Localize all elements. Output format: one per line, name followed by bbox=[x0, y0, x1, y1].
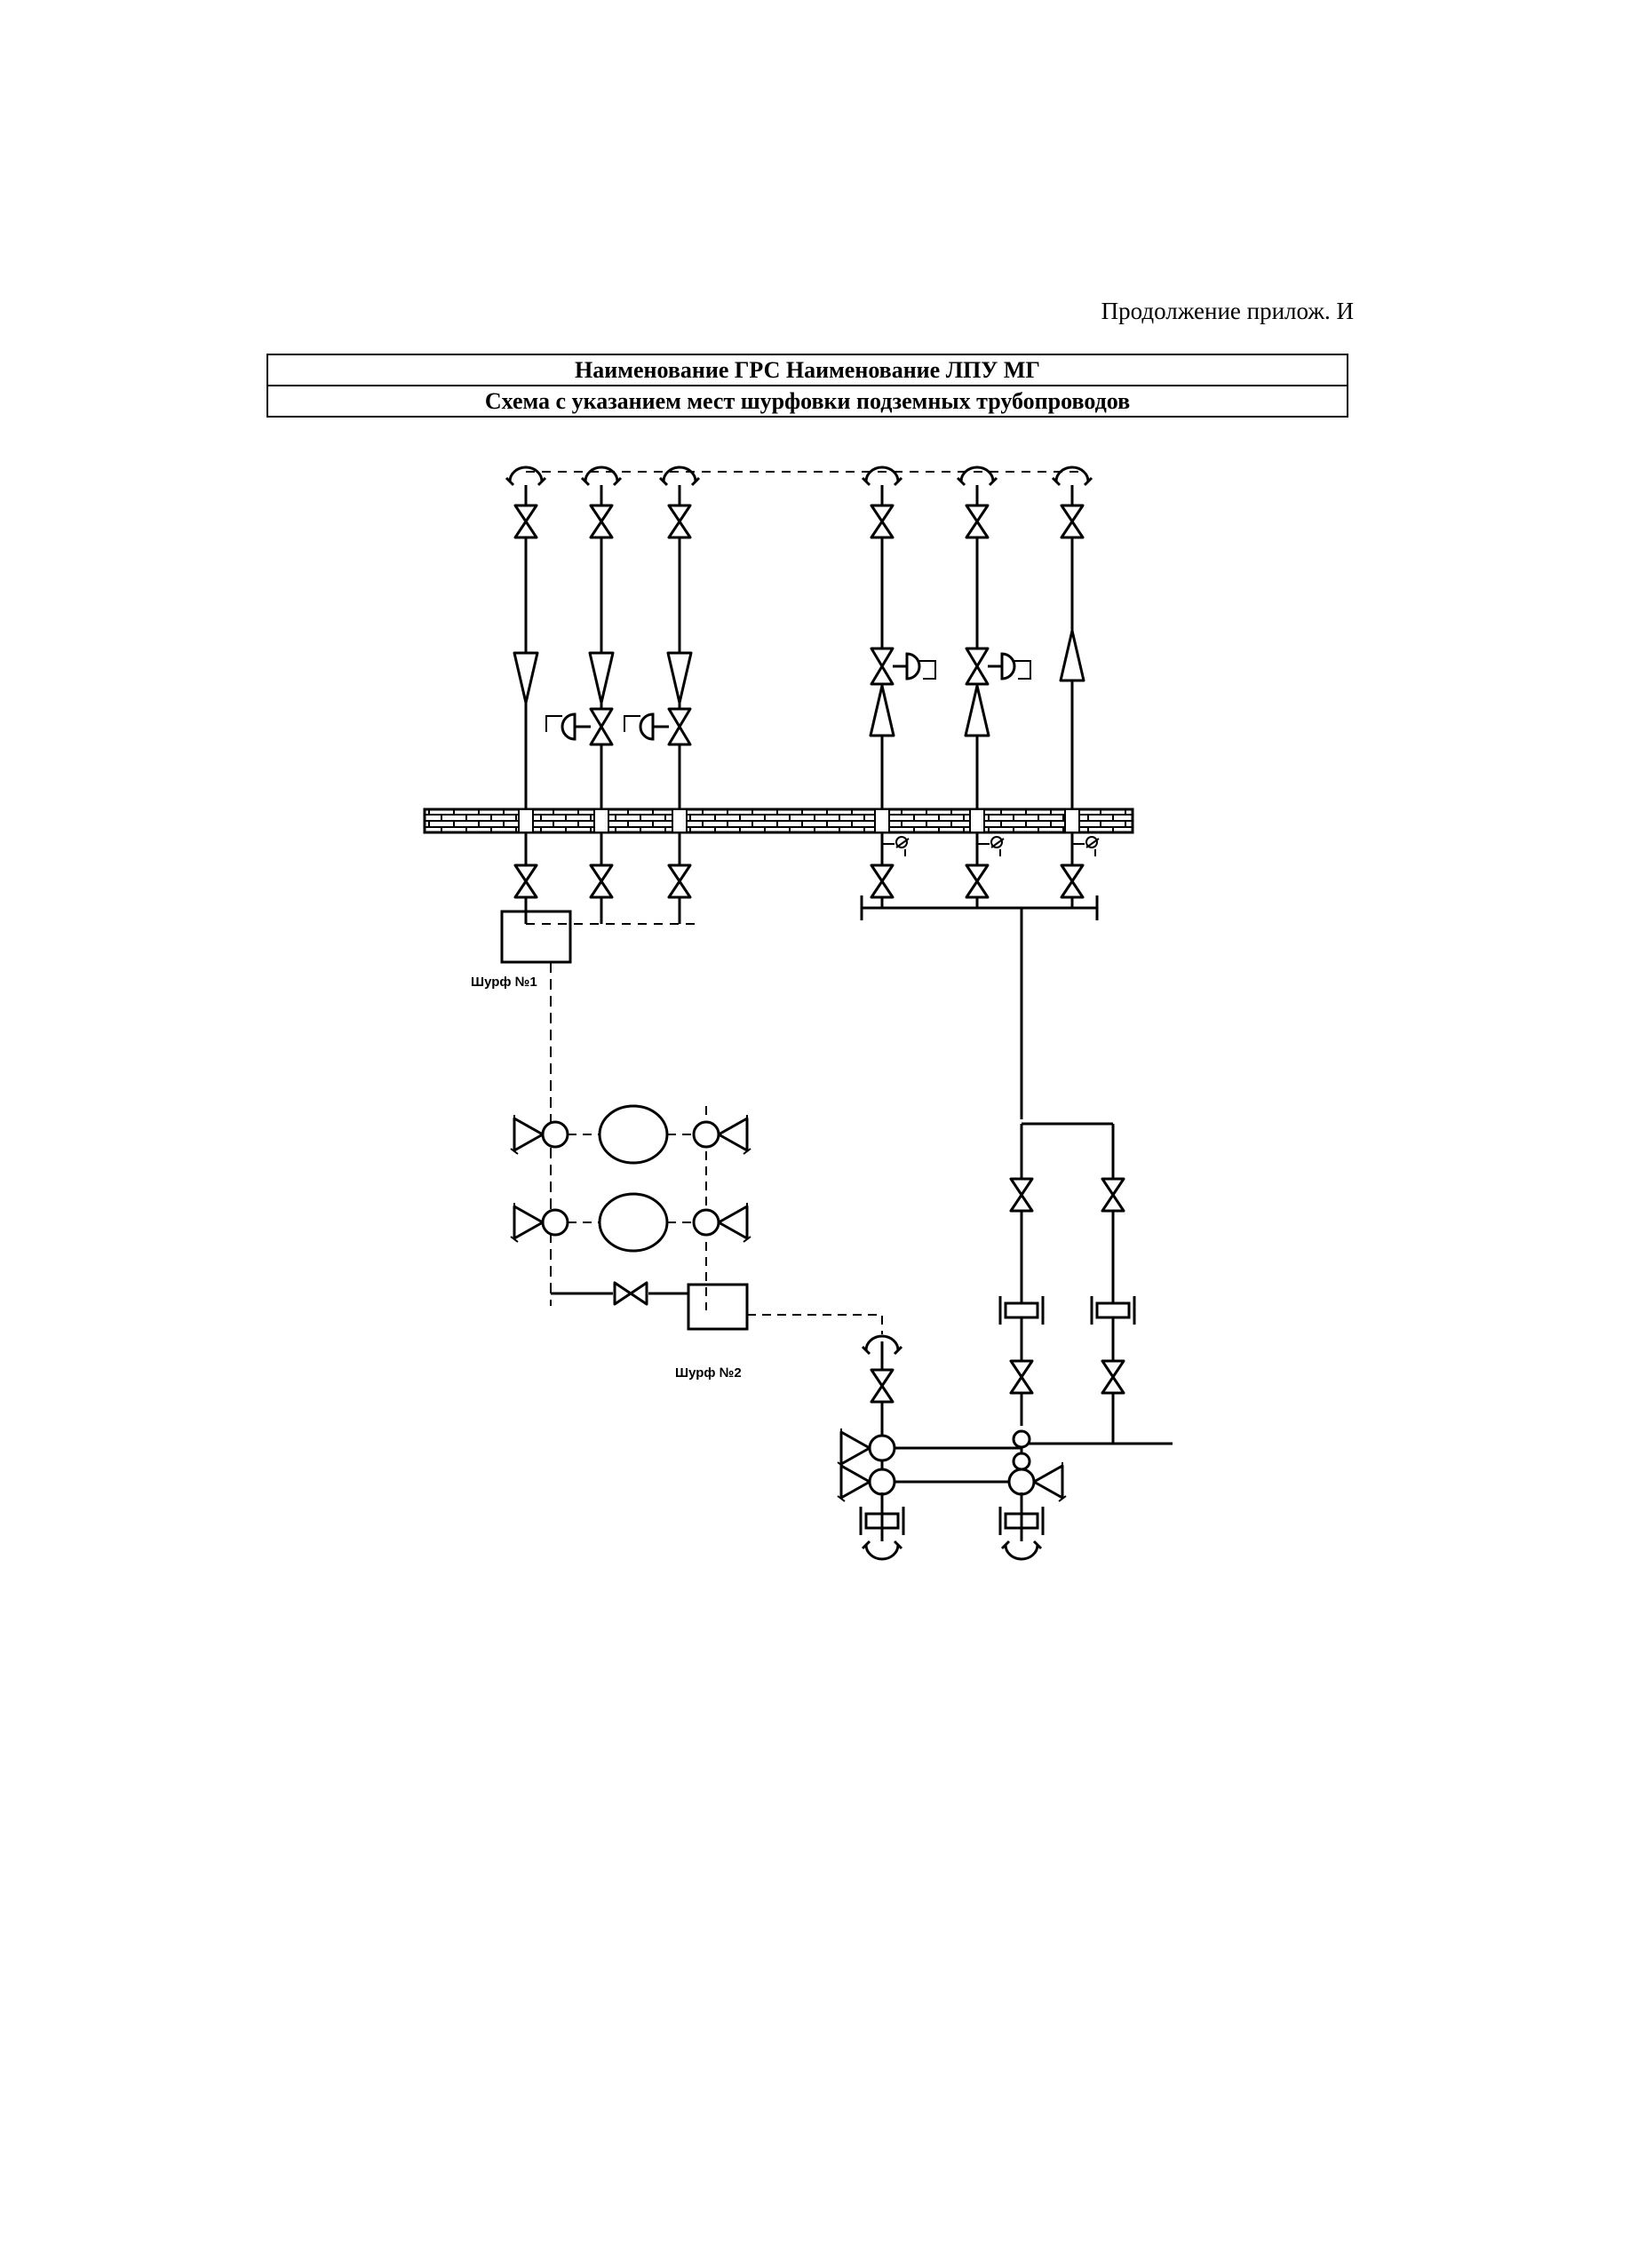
pipe-flange-icon bbox=[859, 1505, 1045, 1537]
vessel-icon bbox=[598, 1104, 669, 1253]
gate-valve-icon bbox=[513, 863, 1085, 899]
gate-valve-icon bbox=[613, 1281, 648, 1306]
pit-2-box bbox=[687, 1283, 749, 1331]
pit-1-box bbox=[500, 910, 572, 964]
ball-valve-icon bbox=[836, 1427, 1068, 1503]
header-table: Наименование ГРС Наименование ЛПУ МГ Схе… bbox=[266, 354, 1348, 418]
gate-valve-icon bbox=[1009, 1177, 1125, 1395]
hook-icon bbox=[505, 466, 1093, 487]
regulating-valve-icon bbox=[545, 647, 1032, 746]
pit-1-label: Шурф №1 bbox=[471, 975, 537, 990]
hook-icon bbox=[861, 1540, 1043, 1561]
lower-pipes bbox=[524, 832, 1074, 924]
gate-valve-icon bbox=[513, 504, 1085, 539]
building-wall bbox=[423, 808, 1134, 834]
pressure-gauge-icon bbox=[881, 836, 1100, 857]
pit-2-label: Шурф №2 bbox=[675, 1365, 742, 1381]
gate-valve-icon bbox=[870, 1368, 895, 1404]
header-title-row: Наименование ГРС Наименование ЛПУ МГ bbox=[575, 357, 1040, 383]
continuation-note: Продолжение прилож. И bbox=[1101, 298, 1354, 324]
header-subtitle-row: Схема с указанием мест шурфовки подземны… bbox=[268, 385, 1347, 416]
